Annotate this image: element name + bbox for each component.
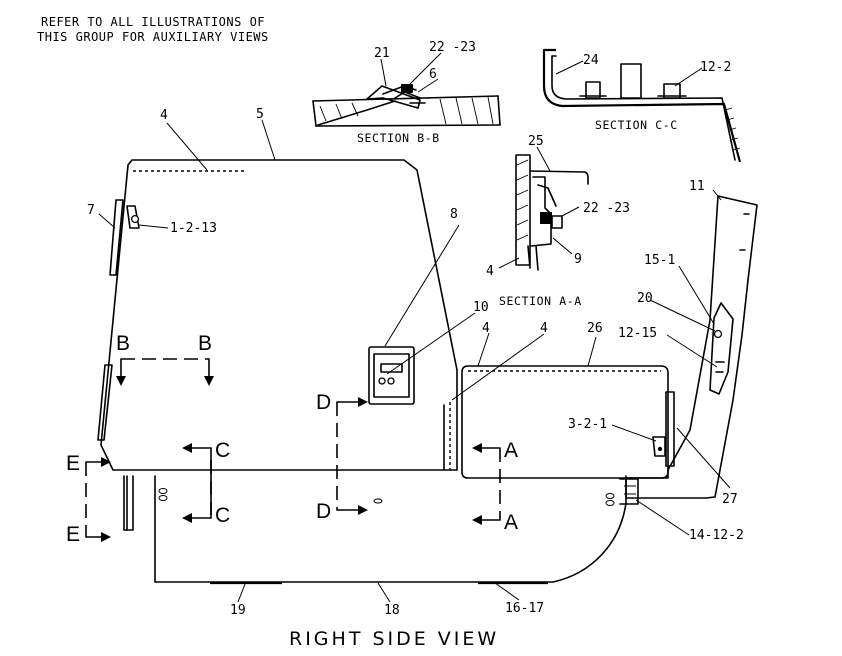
view-letter-e-top: E: [66, 452, 80, 475]
callout-3-2-1: 3-2-1: [568, 417, 607, 432]
callout-7: 7: [87, 203, 95, 218]
view-letter-d-bottom: D: [316, 500, 331, 523]
right-side-panel: [619, 195, 758, 505]
view-letter-a-top: A: [504, 439, 518, 462]
view-letter-e-bottom: E: [66, 523, 80, 546]
callout-14-12-2: 14-12-2: [689, 528, 744, 543]
main-side-panel: [97, 159, 458, 504]
callout-16-17: 16-17: [505, 601, 544, 616]
callout-19: 19: [230, 603, 246, 618]
callout-6: 6: [429, 67, 437, 82]
callout-4-panel: 4: [482, 321, 490, 336]
callout-18: 18: [384, 603, 400, 618]
callout-12-15: 12-15: [618, 326, 657, 341]
callout-11: 11: [689, 179, 705, 194]
section-b-b-detail: [312, 84, 501, 127]
section-c-c-detail: [542, 48, 742, 163]
view-title: RIGHT SIDE VIEW: [289, 628, 499, 650]
view-letter-b-left: B: [116, 332, 130, 355]
callout-25: 25: [528, 134, 544, 149]
callout-4-section-a: 4: [486, 264, 494, 279]
callout-21: 21: [374, 46, 390, 61]
section-c-c-label: SECTION C-C: [595, 118, 678, 132]
callout-22-23-section-a: 22 -23: [583, 201, 630, 216]
section-a-a-detail: [515, 154, 589, 271]
callout-1-2-13: 1-2-13: [170, 221, 217, 236]
callout-27: 27: [722, 492, 738, 507]
section-b-b-label: SECTION B-B: [357, 131, 440, 145]
right-lower-panel: [443, 365, 675, 479]
callout-10: 10: [473, 300, 489, 315]
leader-lines: [98, 52, 731, 603]
note-line-2: THIS GROUP FOR AUXILIARY VIEWS: [37, 30, 269, 44]
callout-26: 26: [587, 321, 603, 336]
note-line-1: REFER TO ALL ILLUSTRATIONS OF: [41, 15, 265, 29]
callout-12-2: 12-2: [700, 60, 731, 75]
view-letter-b-right: B: [198, 332, 212, 355]
section-a-a-label: SECTION A-A: [499, 294, 582, 308]
view-letter-a-bottom: A: [504, 511, 518, 534]
callout-24: 24: [583, 53, 599, 68]
view-letter-c-top: C: [215, 439, 230, 462]
callout-9: 9: [574, 252, 582, 267]
callout-5: 5: [256, 107, 264, 122]
view-indicator-arrows: [85, 358, 501, 542]
callout-4-top: 4: [160, 108, 168, 123]
view-letter-c-bottom: C: [215, 504, 230, 527]
view-letter-d-top: D: [316, 391, 331, 414]
callout-22-23-section-b: 22 -23: [429, 40, 476, 55]
lower-frame: [123, 475, 627, 585]
callout-8: 8: [450, 207, 458, 222]
callout-20: 20: [637, 291, 653, 306]
callout-4-dashed: 4: [540, 321, 548, 336]
callout-15-1: 15-1: [644, 253, 675, 268]
